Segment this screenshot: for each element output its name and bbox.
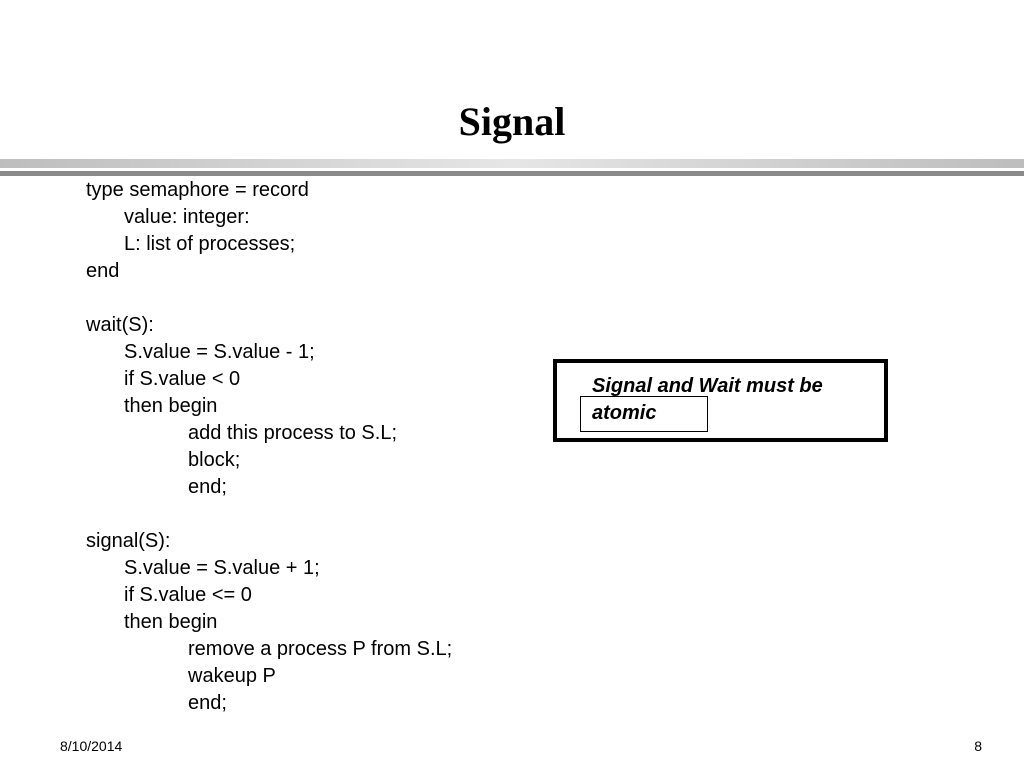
code-line: end; — [188, 692, 227, 714]
note-inner-frame — [580, 396, 708, 432]
footer-date: 8/10/2014 — [60, 738, 123, 754]
code-line: S.value = S.value + 1; — [124, 557, 320, 579]
code-line: wait(S): — [86, 314, 154, 336]
code-line: S.value = S.value - 1; — [124, 341, 315, 363]
slide-title: Signal — [458, 99, 566, 144]
title-divider-light — [0, 159, 1024, 168]
code-line: wakeup P — [188, 665, 276, 687]
code-line: then begin — [124, 611, 218, 633]
code-line: if S.value <= 0 — [124, 584, 252, 606]
code-line: type semaphore = record — [86, 179, 309, 201]
code-line: end; — [188, 476, 227, 498]
title-divider-dark — [0, 171, 1024, 176]
code-line: then begin — [124, 395, 218, 417]
code-line: remove a process P from S.L; — [188, 638, 453, 660]
code-line: add this process to S.L; — [188, 422, 398, 444]
atomic-note-box: Signal and Wait must be atomic — [553, 359, 888, 442]
code-line: if S.value < 0 — [124, 368, 241, 390]
code-line: block; — [188, 449, 241, 471]
code-line: end — [86, 260, 120, 282]
atomic-note-text: Signal and Wait must be atomic — [592, 375, 823, 424]
code-line: L: list of processes; — [124, 233, 296, 255]
page-number: 8 — [974, 738, 982, 754]
code-line: value: integer: — [124, 206, 250, 228]
title-divider-gap — [0, 168, 1024, 171]
code-line: signal(S): — [86, 530, 171, 552]
